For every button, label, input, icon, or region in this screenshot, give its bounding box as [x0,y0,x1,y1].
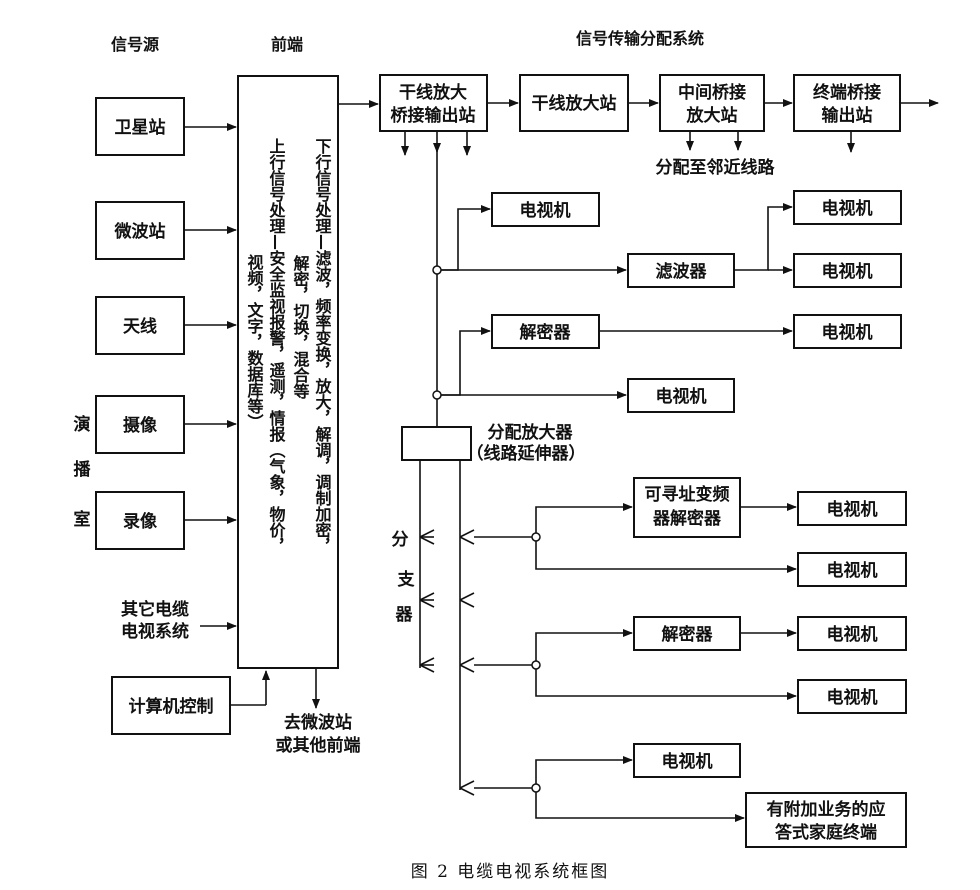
tv-box-9 [797,679,907,714]
satellite-station-box [95,97,185,156]
header-distribution-system: 信号传输分配系统 [576,29,704,48]
tv-label-9: 电视机 [827,687,878,708]
trunk-bridge-label-2: 桥接输出站 [391,105,476,126]
decoder-box-1 [491,314,600,349]
addressable-label-2: 器解密器 [652,508,722,529]
tv-box-10 [633,743,741,778]
decoder-label-1: 解密器 [520,322,572,343]
group1-junction [531,532,541,542]
mid-bridge-amp-station-box [659,74,765,132]
end-bridge-label-2: 输出站 [822,105,873,126]
interactive-home-terminal-box [745,792,907,848]
antenna-box [95,296,185,355]
tv-box-8 [797,616,907,651]
upstream-processing-text-2: 视频，文字，数据库等） [245,253,265,430]
feeder-to-tv-1 [441,205,491,271]
tv-label-8: 电视机 [827,624,878,645]
group1-to-tv-b [535,541,797,573]
tv-label-2: 电视机 [822,198,873,219]
group2-junction [531,660,541,670]
downstream-processing-text-1: 下行信号处理—滤波，频率变换，放大，解调，调制加密， [313,138,333,554]
microwave-station-box [95,201,185,260]
group3-to-terminal [535,792,745,822]
antenna-label: 天线 [123,316,157,337]
trunk-bridge-output-station-box [379,74,488,132]
distribution-amp-label-1: 分配放大器 [488,422,574,443]
studio-char-3: 室 [74,509,91,530]
group3-to-tv [535,756,633,784]
feeder-junction-1 [432,265,442,275]
feeder-junction-2 [432,390,442,400]
figure-caption: 图 2 电缆电视系统框图 [411,862,610,882]
group2-to-tv-b [535,669,797,700]
filter-box [627,253,735,288]
tv-box-5 [793,314,902,349]
header-signal-source: 信号源 [111,35,159,54]
studio-char-1: 演 [74,414,91,435]
mid-bridge-label-2: 放大站 [686,105,738,126]
tap-symbol-right-1 [459,529,475,545]
recorder-label: 录像 [123,512,158,532]
microwave-station-label: 微波站 [114,221,166,242]
end-bridge-label-1: 终端桥接 [813,82,881,103]
tap-symbol-left-2 [419,592,435,608]
group3-junction [531,783,541,793]
tv-box-7 [797,552,907,587]
tap-char-2: 支 [398,569,416,590]
terminal-label-2: 答式家庭终端 [775,822,877,843]
satellite-station-label: 卫星站 [115,117,166,138]
to-neighbor-lines-label: 分配至邻近线路 [656,157,776,178]
trunk-amp-station-box [519,74,629,132]
decoder-label-2: 解密器 [662,624,714,645]
addressable-converter-box [633,477,741,538]
front-end-output-line-2: 或其他前端 [276,735,361,756]
tv-box-2 [793,190,902,225]
feeder-to-decoder-1 [441,327,491,396]
distribution-amp-box [401,426,472,461]
tv-label-5: 电视机 [822,322,873,343]
trunk-bridge-label-1: 干线放大 [399,82,467,103]
filter-to-tv-a [734,203,793,271]
trunk-amp-station-label: 干线放大站 [532,93,617,114]
tap-symbol-left-1 [419,529,435,545]
end-bridge-output-station-box [793,74,901,132]
tv-label-7: 电视机 [827,560,878,581]
tap-symbol-left-3 [419,657,435,673]
tv-box-6 [797,491,907,526]
terminal-label-1: 有附加业务的应 [767,799,886,820]
tv-label-6: 电视机 [827,499,878,520]
group2-to-decoder [535,629,633,661]
filter-label: 滤波器 [656,261,708,282]
header-front-end: 前端 [271,35,303,54]
tap-char-1: 分 [392,530,409,550]
tap-symbol-right-4 [459,780,475,796]
tv-box-4 [627,378,735,413]
tv-label-4: 电视机 [656,386,707,407]
distribution-amp-label-2: （线路延伸器） [467,443,586,464]
front-end-box [237,75,339,669]
decoder-box-2 [633,616,741,651]
other-cable-system-line-1: 其它电缆 [121,599,189,620]
tap-symbol-right-3 [459,657,475,673]
studio-char-2: 播 [74,459,92,480]
tap-char-3: 器 [395,605,414,625]
tv-label-10: 电视机 [662,751,713,772]
upstream-processing-text-1: 上行信号处理—安全监视报警，遥测，情报（气象，物价， [267,138,287,554]
tv-box-3 [793,253,902,288]
addressable-label-1: 可寻址变频 [645,484,730,505]
computer-control-label: 计算机控制 [129,696,214,717]
tv-box-1 [491,192,600,227]
group1-to-addressable [535,503,633,533]
other-cable-system-line-2: 电视系统 [121,621,189,642]
tap-symbol-right-2 [459,592,475,608]
downstream-processing-text-2: 解密，切换，混合等 [291,254,311,400]
recorder-box [95,491,185,550]
front-end-output-line-1: 去微波站 [284,712,352,733]
mid-bridge-label-1: 中间桥接 [678,82,746,103]
computer-control-box [111,676,231,735]
tv-label-1: 电视机 [520,200,571,221]
camera-label: 摄像 [123,415,158,436]
tv-label-3: 电视机 [822,261,873,282]
